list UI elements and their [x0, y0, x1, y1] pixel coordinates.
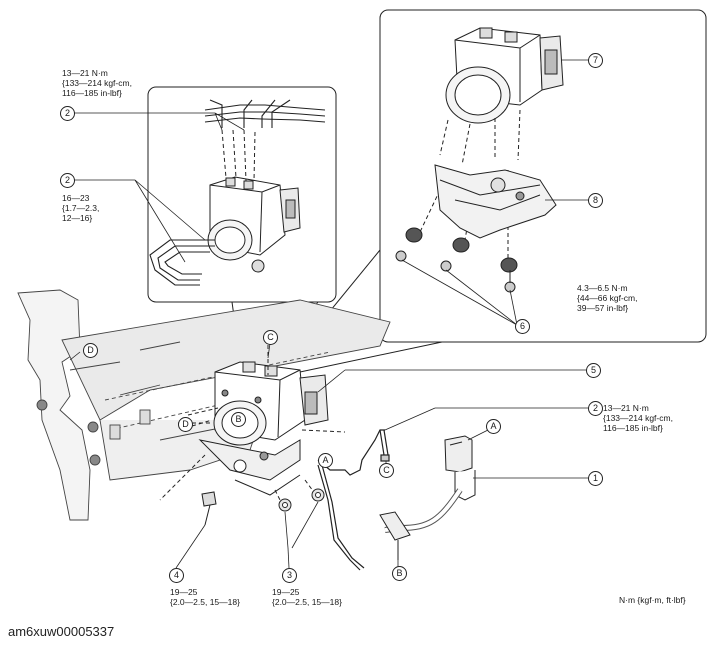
callout-1: 1 [588, 471, 603, 486]
vehicle-body-frame [17, 289, 391, 521]
torque-spec-nut-3: 19—25 {2.0—2.5, 15—18} [272, 587, 342, 607]
ref-C-top: C [263, 330, 278, 345]
hydraulic-unit-main [198, 361, 329, 496]
callout-4: 4 [169, 568, 184, 583]
ref-A-bracket: A [486, 419, 501, 434]
callout-7: 7 [588, 53, 603, 68]
torque-spec-right-inset: 4.3—6.5 N·m {44—66 kgf-cm, 39—57 in-lbf} [577, 283, 638, 313]
torque-spec-mid-left: 16—23 {1.7—2.3, 12—16} [62, 193, 100, 223]
ref-B-hose: B [392, 566, 407, 581]
callout-6: 6 [515, 319, 530, 334]
ref-C-pipe: C [379, 463, 394, 478]
ref-D-frame: D [83, 343, 98, 358]
inset-left-unit [207, 176, 301, 273]
inset-left-pipes [149, 99, 326, 286]
torque-spec-bolt-4: 19—25 {2.0—2.5, 15—18} [170, 587, 240, 607]
torque-spec-top-left: 13—21 N·m {133—214 kgf-cm, 116—185 in-lb… [62, 68, 132, 98]
callout-8: 8 [588, 193, 603, 208]
callout-2-right: 2 [588, 401, 603, 416]
inset-right-unit-7 [445, 27, 564, 124]
callout-leaders [69, 59, 590, 569]
inset-left-dashed [221, 129, 256, 182]
reference-dashed-D [191, 419, 213, 427]
callout-2-top: 2 [60, 106, 75, 121]
inset-right-bracket-8 [434, 164, 557, 239]
callout-5: 5 [586, 363, 601, 378]
nut-3-right [311, 488, 325, 502]
brake-hose-bracket [379, 435, 476, 560]
callout-2-mid: 2 [60, 173, 75, 188]
ref-B-unit: B [231, 412, 246, 427]
nut-3-left [278, 498, 292, 512]
brake-pipe [317, 429, 390, 571]
figure-id: am6xuw00005337 [8, 624, 115, 639]
mounting-bolt-4 [201, 491, 217, 526]
torque-spec-right: 13—21 N·m {133—214 kgf-cm, 116—185 in-lb… [603, 403, 673, 433]
inset-right-insulators [395, 227, 518, 293]
callout-3: 3 [282, 568, 297, 583]
units-note: N·m {kgf·m, ft·lbf} [619, 595, 686, 605]
ref-A-unit: A [318, 453, 333, 468]
ref-D-unit: D [178, 417, 193, 432]
